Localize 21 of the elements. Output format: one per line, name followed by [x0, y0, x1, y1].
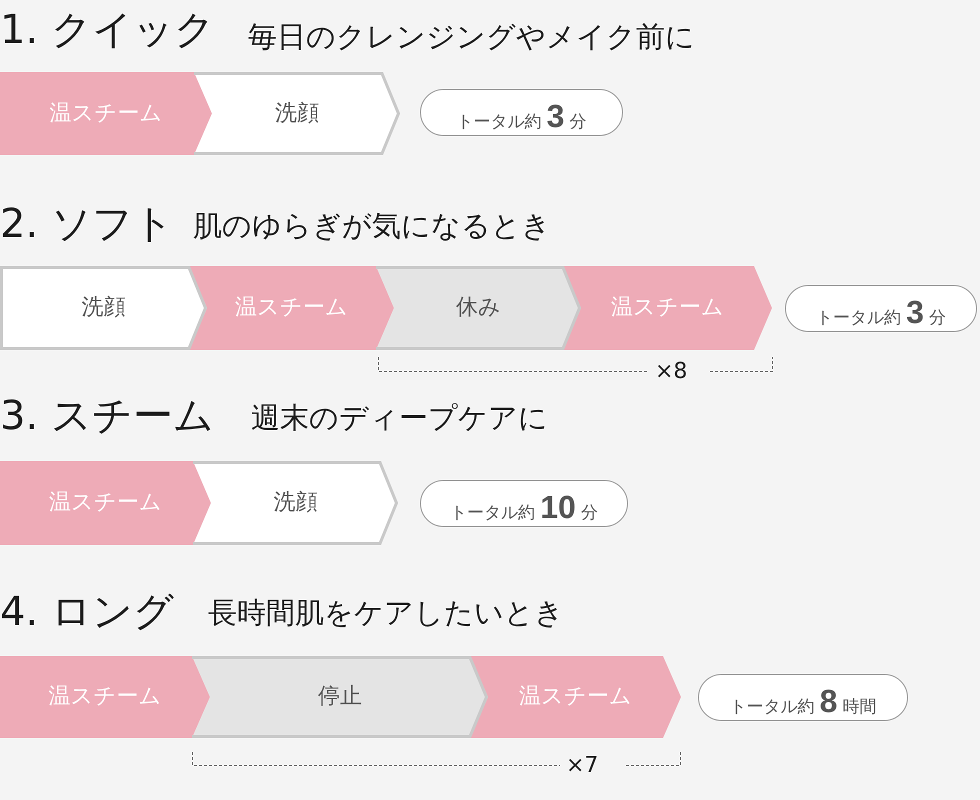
process-step: 温スチーム — [0, 461, 211, 545]
repeat-count: ×8 — [655, 361, 688, 383]
process-step: 温スチーム — [470, 656, 681, 738]
process-step: 洗顔 — [194, 72, 400, 155]
process-step: 温スチーム — [563, 266, 772, 350]
section-subtitle: 毎日のクレンジングやメイク前に — [248, 22, 695, 52]
section-heading: 2. ソフト — [0, 204, 174, 244]
repeat-count: ×7 — [566, 755, 598, 777]
process-step: 温スチーム — [0, 72, 212, 155]
section-heading: 4. ロング — [0, 592, 174, 632]
section-subtitle: 長時間肌をケアしたいとき — [208, 598, 564, 628]
process-step: 洗顔 — [0, 266, 207, 350]
process-step: 温スチーム — [189, 266, 394, 350]
section-heading: 1. クイック — [0, 10, 215, 50]
section-heading: 3. スチーム — [0, 396, 214, 436]
process-step: 停止 — [192, 656, 488, 738]
process-step: 温スチーム — [0, 656, 210, 738]
section-subtitle: 週末のディープケアに — [251, 404, 548, 432]
process-step: 休み — [376, 266, 581, 350]
process-step: 洗顔 — [193, 461, 398, 545]
section-subtitle: 肌のゆらぎが気になるとき — [193, 212, 551, 240]
